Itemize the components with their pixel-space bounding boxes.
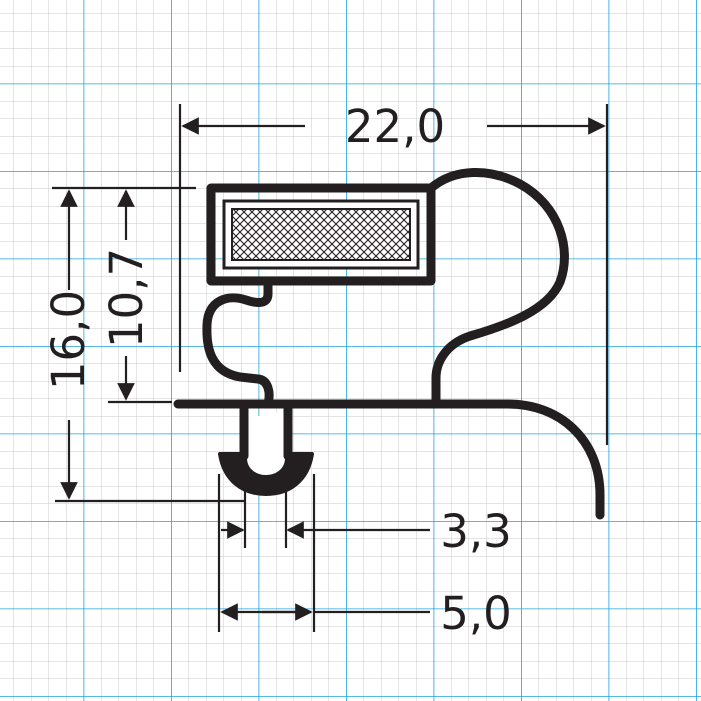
magnet-chamber [206,183,436,286]
magnet-insert [231,208,411,261]
dimension-lines [52,104,609,632]
overall-width-label: 22,0 [345,100,445,153]
base-flange [173,399,605,520]
bellows-fold [202,276,274,409]
dart-inner-width-label: 3,3 [440,505,512,558]
anchor-dart-slot-outline [239,399,293,461]
gasket-profile [173,167,605,520]
anchor-dart-slot [247,411,285,475]
dart-outer-width-label: 5,0 [440,587,512,640]
balloon-bulb [426,167,569,409]
upper-height-label: 10,7 [100,248,153,348]
overall-height-label: 16,0 [42,290,95,390]
